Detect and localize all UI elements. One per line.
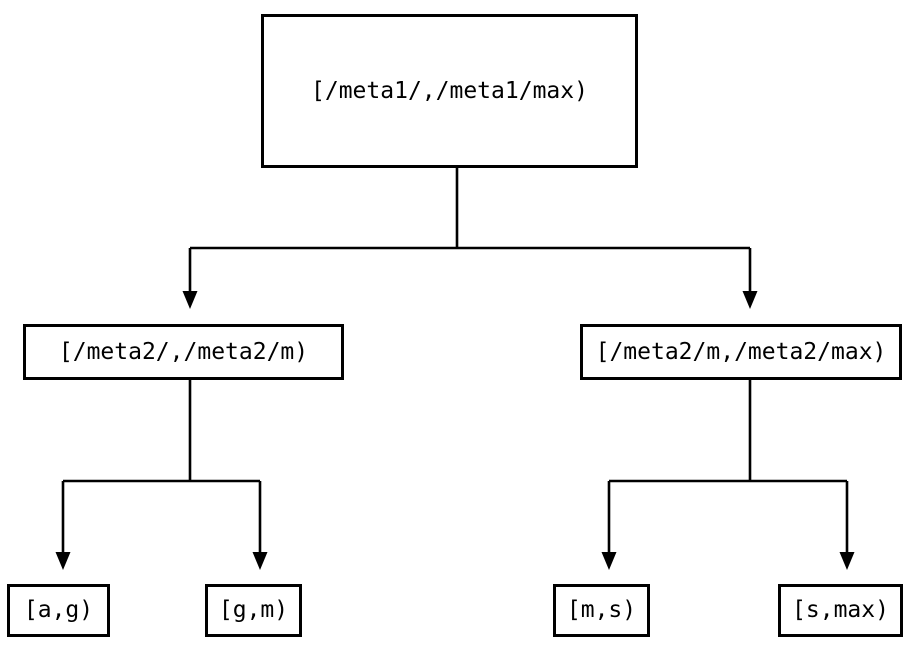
node-leaf-ms: [m,s) xyxy=(553,584,650,637)
node-root-label: [/meta1/,/meta1/max) xyxy=(311,77,588,104)
node-leaf-gm-label: [g,m) xyxy=(218,597,289,623)
arrow-down-icon xyxy=(839,552,855,570)
arrow-down-icon xyxy=(55,552,71,570)
node-leaf-ag-label: [a,g) xyxy=(23,597,94,623)
node-meta2-low: [/meta2/,/meta2/m) xyxy=(23,324,344,380)
node-root: [/meta1/,/meta1/max) xyxy=(261,14,638,168)
node-leaf-smax-label: [s,max) xyxy=(792,597,889,623)
node-leaf-ag: [a,g) xyxy=(7,584,110,637)
arrow-down-icon xyxy=(182,291,198,309)
node-meta2-low-label: [/meta2/,/meta2/m) xyxy=(58,338,309,365)
node-meta2-high-label: [/meta2/m,/meta2/max) xyxy=(595,338,887,365)
node-leaf-smax: [s,max) xyxy=(778,584,903,637)
node-leaf-gm: [g,m) xyxy=(205,584,302,637)
node-leaf-ms-label: [m,s) xyxy=(566,597,637,623)
node-meta2-high: [/meta2/m,/meta2/max) xyxy=(580,324,902,380)
arrow-down-icon xyxy=(742,291,758,309)
arrow-down-icon xyxy=(252,552,268,570)
arrow-down-icon xyxy=(601,552,617,570)
